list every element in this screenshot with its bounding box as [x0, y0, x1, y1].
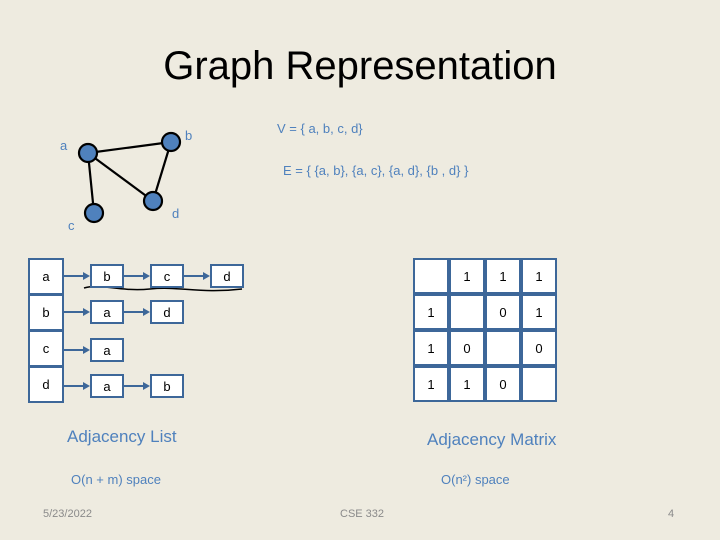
graph-node-c: [83, 202, 105, 224]
matrix-cell: 0: [521, 330, 557, 366]
matrix-cell: [485, 330, 521, 366]
matrix-cell: [521, 366, 557, 402]
matrix-cell: 1: [449, 366, 485, 402]
graph-edge-ab: [87, 140, 172, 155]
arrow-head: [83, 382, 90, 390]
graph-node-d: [142, 190, 164, 212]
list-head-b: b: [28, 294, 64, 331]
matrix-cell: 0: [449, 330, 485, 366]
vertex-set: V = { a, b, c, d}: [277, 121, 363, 136]
list-node: a: [90, 338, 124, 362]
graph-edge-ad: [87, 152, 154, 202]
list-node: b: [150, 374, 184, 398]
graph-node-b: [160, 131, 182, 153]
footer-course: CSE 332: [340, 508, 385, 520]
footer-page: 4: [668, 508, 675, 520]
graph-labels: a b c d: [60, 128, 192, 233]
matrix-cell: 1: [413, 366, 449, 402]
matrix-cell: 1: [449, 258, 485, 294]
graph-node-label: a: [60, 138, 68, 153]
graph-edge-bd: [151, 141, 173, 202]
list-arrows: [64, 272, 210, 390]
list-node: b: [90, 264, 124, 288]
matrix-cell: 1: [413, 330, 449, 366]
graph-nodes: [77, 131, 182, 224]
arrow-head: [83, 272, 90, 280]
edge-set: E = { {a, b}, {a, c}, {a, d}, {b , d} }: [283, 163, 469, 178]
matrix-cell: 0: [485, 294, 521, 330]
footer-date: 5/23/2022: [43, 508, 92, 520]
list-node: d: [150, 300, 184, 324]
matrix-cell: 1: [413, 294, 449, 330]
matrix-cell: 1: [485, 258, 521, 294]
arrow-head: [83, 346, 90, 354]
list-head-a: a: [28, 258, 64, 295]
list-head-c: c: [28, 330, 64, 367]
list-node: a: [90, 374, 124, 398]
matrix-cell: 0: [485, 366, 521, 402]
matrix-cell: 1: [521, 294, 557, 330]
list-space: O(n + m) space: [71, 472, 161, 487]
matrix-cell: [413, 258, 449, 294]
arrow-head: [143, 308, 150, 316]
graph-node-label: d: [172, 206, 179, 221]
list-node: d: [210, 264, 244, 288]
adjacency-matrix-label: Adjacency Matrix: [427, 430, 557, 449]
list-head-d: d: [28, 366, 64, 403]
arrow-head: [203, 272, 210, 280]
adjacency-list-label: Adjacency List: [67, 427, 177, 446]
matrix-space: O(n²) space: [441, 472, 510, 487]
slide-title: Graph Representation: [163, 44, 557, 88]
graph-node-label: b: [185, 128, 192, 143]
list-node: a: [90, 300, 124, 324]
arrow-head: [143, 382, 150, 390]
arrow-head: [143, 272, 150, 280]
list-node: c: [150, 264, 184, 288]
graph-node-label: c: [68, 218, 75, 233]
graph-node-a: [77, 142, 99, 164]
matrix-cell: [449, 294, 485, 330]
matrix-cell: 1: [521, 258, 557, 294]
arrow-head: [83, 308, 90, 316]
